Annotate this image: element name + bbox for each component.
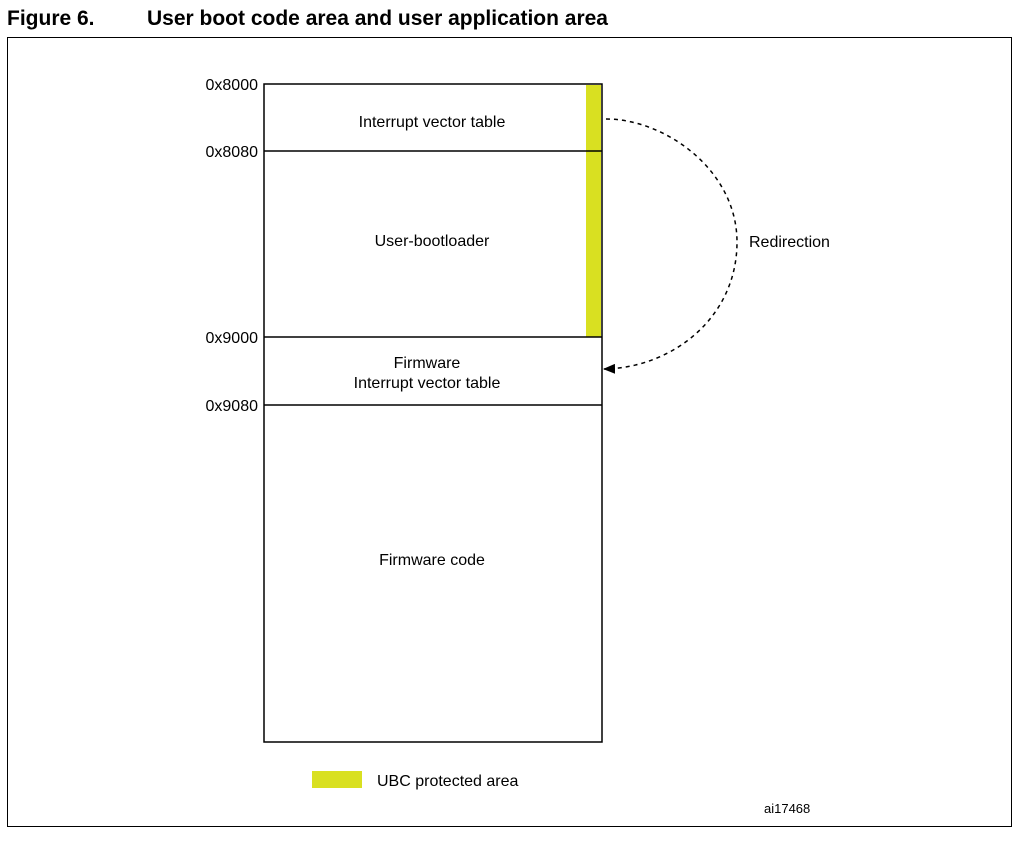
address-label-0x9000: 0x9000 (206, 330, 259, 347)
redirection-arrow (603, 118, 738, 374)
figure-caption: User boot code area and user application… (147, 7, 608, 30)
region-firmware-ivt-line2: Interrupt vector table (354, 375, 501, 392)
legend-swatch (312, 771, 362, 788)
ubc-protected-band (586, 85, 601, 337)
figure-number: Figure 6. (7, 7, 95, 30)
address-label-0x8000: 0x8000 (206, 77, 259, 94)
memory-map-box (263, 83, 603, 743)
region-firmware-ivt-line1: Firmware (394, 355, 461, 372)
reference-id: ai17468 (764, 801, 810, 816)
figure-title: Figure 6. User boot code area and user ap… (7, 4, 608, 34)
address-label-0x8080: 0x8080 (206, 144, 259, 161)
legend-label: UBC protected area (377, 773, 519, 790)
region-user-bootloader: User-bootloader (375, 233, 490, 250)
address-label-0x9080: 0x9080 (206, 398, 259, 415)
figure-frame (7, 37, 1012, 827)
region-firmware-code: Firmware code (379, 552, 485, 569)
redirection-label: Redirection (749, 234, 830, 251)
region-interrupt-vector-table: Interrupt vector table (359, 114, 506, 131)
